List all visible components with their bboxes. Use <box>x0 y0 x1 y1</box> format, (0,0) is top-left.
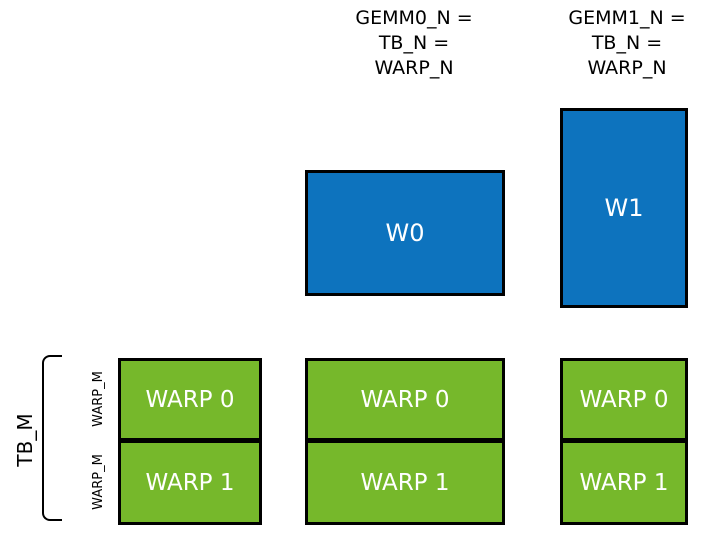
warp-n-line: WARP_N <box>587 57 667 79</box>
warp1-label: WARP 1 <box>579 469 669 496</box>
warp-tile-w1-box: W1 <box>560 108 688 308</box>
warp0-label: WARP 0 <box>145 386 235 413</box>
warp1-label: WARP 1 <box>145 469 235 496</box>
gemm0-n-line: GEMM0_N = <box>355 7 473 29</box>
warp-m-label-bottom: WARP_M <box>91 454 106 510</box>
green-column-right: WARP 0 WARP 1 <box>560 358 688 525</box>
warp1-label: WARP 1 <box>360 469 450 496</box>
warp0-cell: WARP 0 <box>560 358 688 441</box>
w0-label: W0 <box>385 219 425 247</box>
gemm1-n-dimension-label: GEMM1_N = TB_N = WARP_N <box>568 6 685 81</box>
warp1-cell: WARP 1 <box>118 440 262 525</box>
tb-n-line: TB_N = <box>378 32 450 54</box>
w1-label: W1 <box>604 194 644 222</box>
warp-n-line: WARP_N <box>374 57 454 79</box>
tb-n-line: TB_N = <box>591 32 663 54</box>
warp1-cell: WARP 1 <box>305 440 505 525</box>
warp1-cell: WARP 1 <box>560 440 688 525</box>
warp0-label: WARP 0 <box>579 386 669 413</box>
warp0-label: WARP 0 <box>360 386 450 413</box>
gemm1-n-line: GEMM1_N = <box>568 7 686 29</box>
green-column-left: WARP 0 WARP 1 <box>118 358 262 525</box>
gemm0-n-dimension-label: GEMM0_N = TB_N = WARP_N <box>355 6 472 81</box>
warp-m-label-top: WARP_M <box>91 371 106 427</box>
warp0-cell: WARP 0 <box>305 358 505 441</box>
tb-m-bracket <box>42 355 62 521</box>
tb-m-label: TB_M <box>13 413 37 467</box>
warp-tile-w0-box: W0 <box>305 170 505 296</box>
warp0-cell: WARP 0 <box>118 358 262 441</box>
green-column-middle: WARP 0 WARP 1 <box>305 358 505 525</box>
